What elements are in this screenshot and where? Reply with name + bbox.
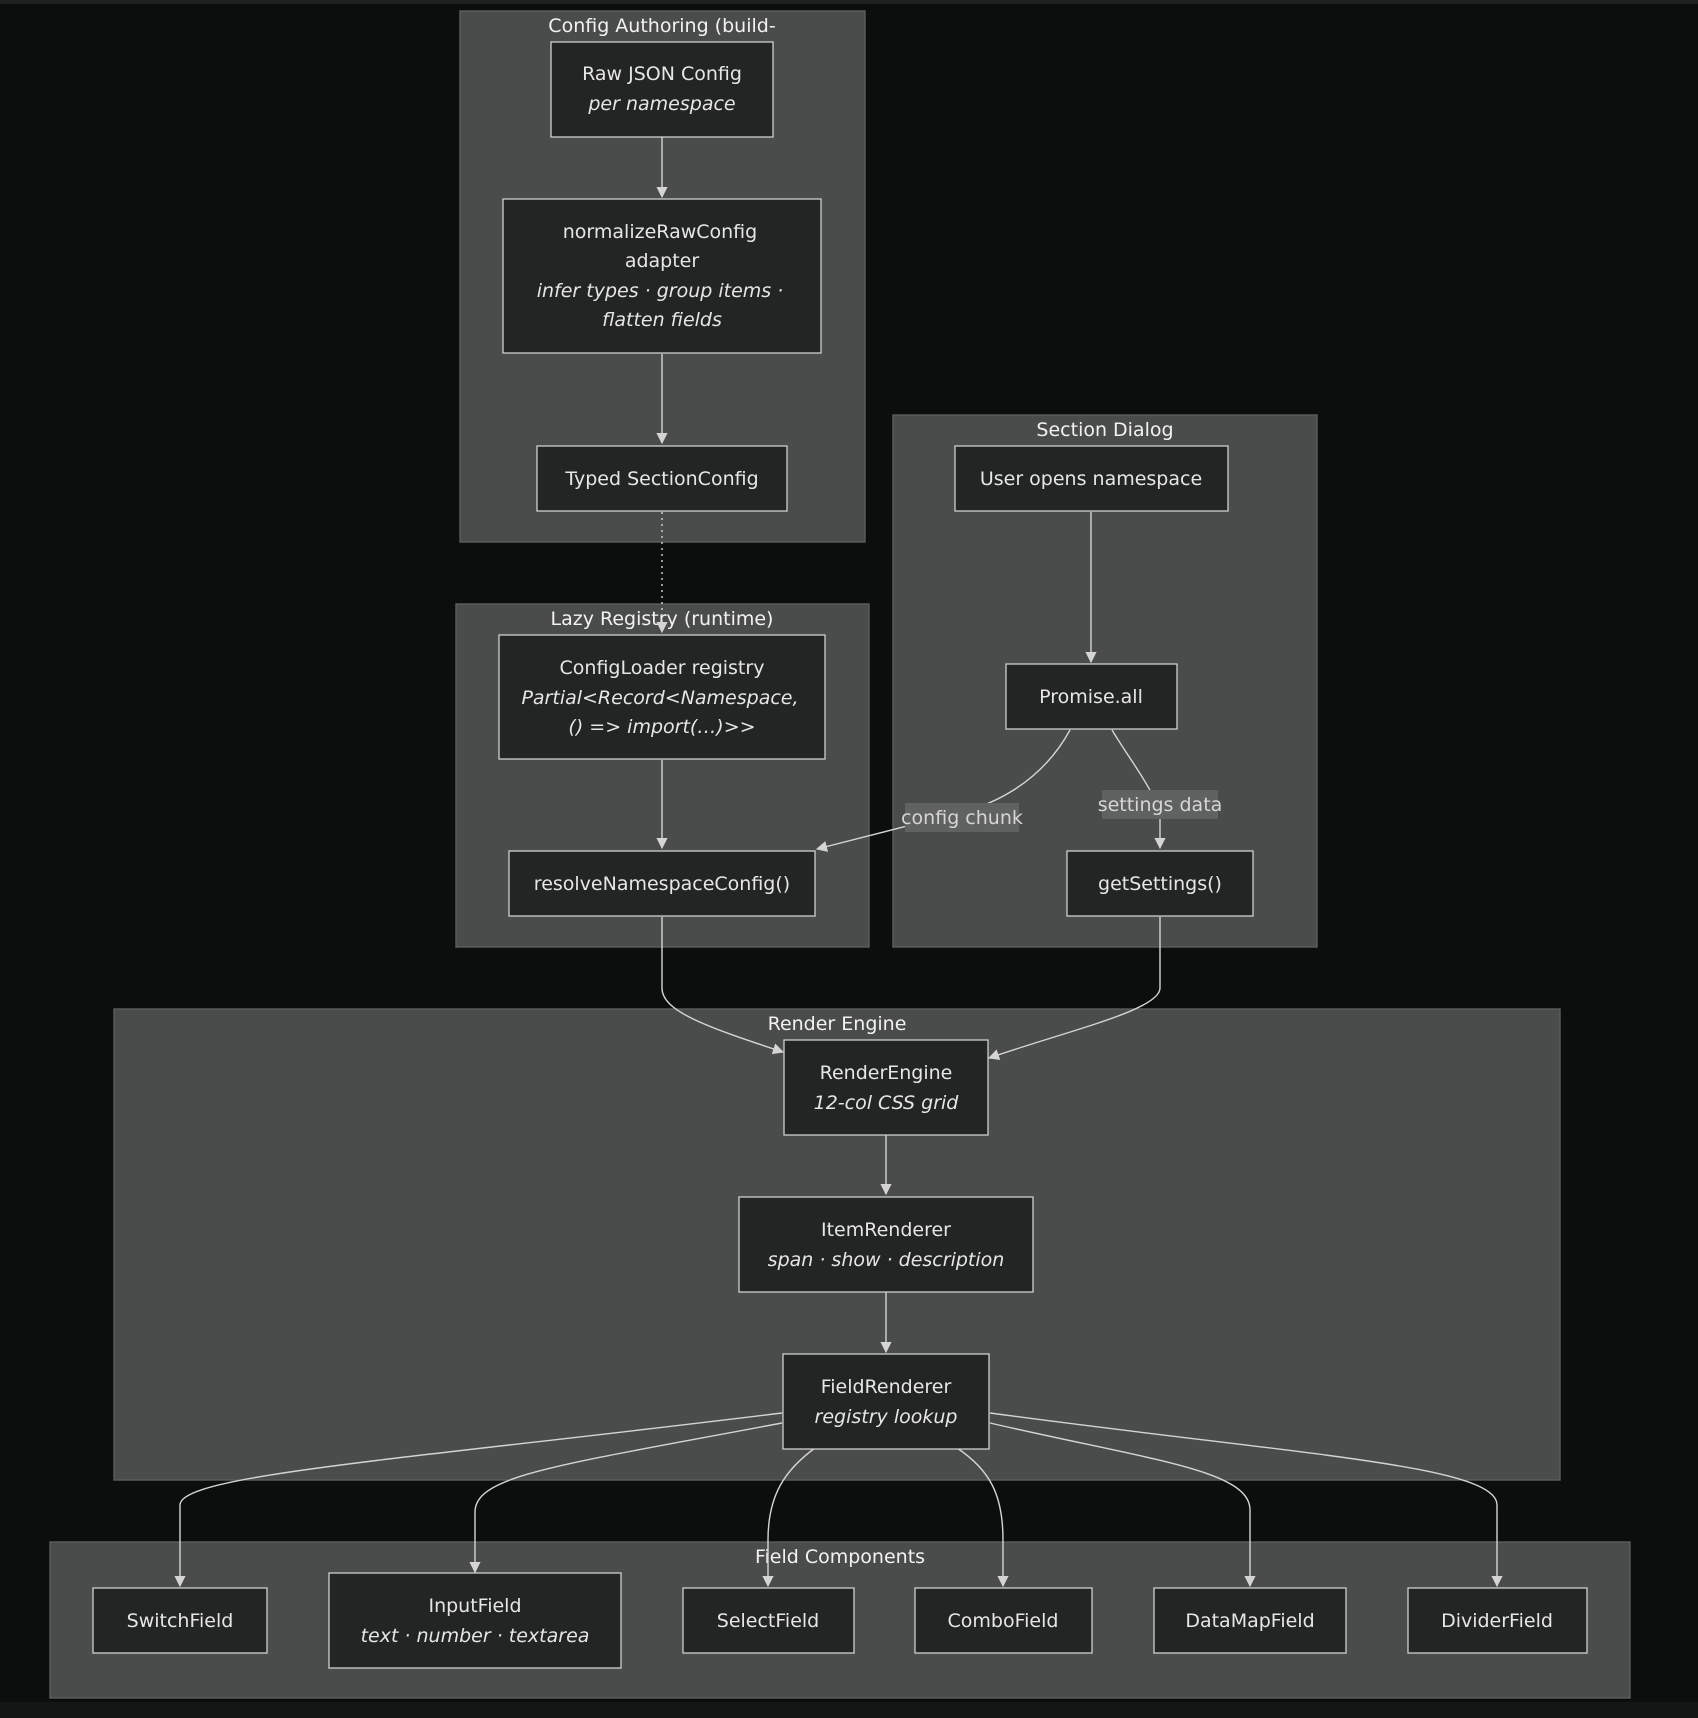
node-datamap-field-title: DataMapField: [1185, 1610, 1314, 1632]
node-combo-field[interactable]: ComboField: [914, 1587, 1093, 1654]
node-render-engine[interactable]: RenderEngine 12-col CSS grid: [783, 1039, 989, 1136]
edge-settings-to-render: [987, 917, 1161, 1061]
node-user-opens-namespace[interactable]: User opens namespace: [954, 445, 1229, 512]
edge-field-to-input: [469, 1422, 783, 1574]
node-item-renderer-sub: span · show · description: [768, 1249, 1005, 1271]
node-item-renderer-title: ItemRenderer: [821, 1219, 951, 1241]
node-normalize-title-1: normalizeRawConfig: [563, 221, 757, 243]
top-bar: [0, 0, 1698, 4]
node-typed-section-config-title: Typed SectionConfig: [564, 468, 758, 490]
node-raw-json-config[interactable]: Raw JSON Config per namespace: [550, 41, 774, 138]
node-config-loader-registry[interactable]: ConfigLoader registry Partial<Record<Nam…: [498, 634, 826, 760]
node-normalize-sub-1: infer types · group items ·: [537, 280, 784, 302]
node-normalize-raw-config[interactable]: normalizeRawConfig adapter infer types ·…: [502, 198, 822, 354]
node-raw-json-config-sub: per namespace: [587, 93, 735, 115]
node-input-field[interactable]: InputField text · number · textarea: [328, 1572, 622, 1669]
node-field-renderer-title: FieldRenderer: [821, 1376, 952, 1398]
node-normalize-sub-2: flatten fields: [602, 309, 722, 331]
edge-field-to-divider: [989, 1412, 1503, 1588]
node-typed-section-config[interactable]: Typed SectionConfig: [536, 445, 788, 512]
cluster-title-render-engine: Render Engine: [768, 1013, 907, 1035]
node-field-renderer[interactable]: FieldRenderer registry lookup: [782, 1353, 990, 1450]
edge-label-settings-data: settings data: [1098, 790, 1223, 819]
node-datamap-field[interactable]: DataMapField: [1153, 1587, 1347, 1654]
node-item-renderer[interactable]: ItemRenderer span · show · description: [738, 1196, 1034, 1293]
node-raw-json-config-title: Raw JSON Config: [582, 63, 742, 85]
node-divider-field[interactable]: DividerField: [1407, 1587, 1588, 1654]
node-switch-field-title: SwitchField: [127, 1610, 234, 1632]
node-resolve-namespace-config[interactable]: resolveNamespaceConfig(): [508, 850, 816, 917]
node-get-settings-title: getSettings(): [1098, 873, 1222, 895]
node-combo-field-title: ComboField: [948, 1610, 1059, 1632]
node-promise-all[interactable]: Promise.all: [1005, 663, 1178, 730]
edge-label-settings-data-text: settings data: [1098, 794, 1223, 816]
node-input-field-title: InputField: [428, 1595, 521, 1617]
node-user-opens-namespace-title: User opens namespace: [980, 468, 1202, 490]
node-resolve-namespace-config-title: resolveNamespaceConfig(): [534, 873, 790, 895]
node-select-field-title: SelectField: [717, 1610, 819, 1632]
edge-field-to-combo: [956, 1447, 1009, 1588]
cluster-title-section-dialog: Section Dialog: [1036, 419, 1173, 441]
edge-field-to-switch: [174, 1412, 783, 1588]
edge-label-config-chunk: config chunk: [901, 803, 1023, 832]
node-normalize-title-2: adapter: [625, 250, 700, 272]
bottom-bar: [0, 1702, 1698, 1718]
node-get-settings[interactable]: getSettings(): [1066, 850, 1254, 917]
node-render-engine-sub: 12-col CSS grid: [814, 1092, 960, 1114]
edge-field-to-select: [762, 1447, 816, 1588]
node-switch-field[interactable]: SwitchField: [92, 1587, 268, 1654]
node-promise-all-title: Promise.all: [1039, 686, 1143, 708]
node-render-engine-title: RenderEngine: [820, 1062, 953, 1084]
node-config-loader-title: ConfigLoader registry: [560, 657, 765, 679]
edge-label-config-chunk-text: config chunk: [901, 807, 1023, 829]
node-divider-field-title: DividerField: [1441, 1610, 1553, 1632]
edge-field-to-datamap: [989, 1422, 1256, 1588]
edge-resolve-to-render: [661, 917, 785, 1055]
cluster-title-lazy-registry: Lazy Registry (runtime): [551, 608, 774, 630]
node-config-loader-sub-2: () => import(…)>>: [568, 716, 755, 738]
node-field-renderer-sub: registry lookup: [815, 1406, 958, 1428]
node-select-field[interactable]: SelectField: [682, 1587, 855, 1654]
cluster-title-field-components: Field Components: [755, 1546, 925, 1568]
node-config-loader-sub-1: Partial<Record<Namespace,: [521, 687, 798, 709]
cluster-title-config-authoring: Config Authoring (build-: [548, 15, 775, 37]
node-input-field-sub: text · number · textarea: [361, 1625, 590, 1647]
